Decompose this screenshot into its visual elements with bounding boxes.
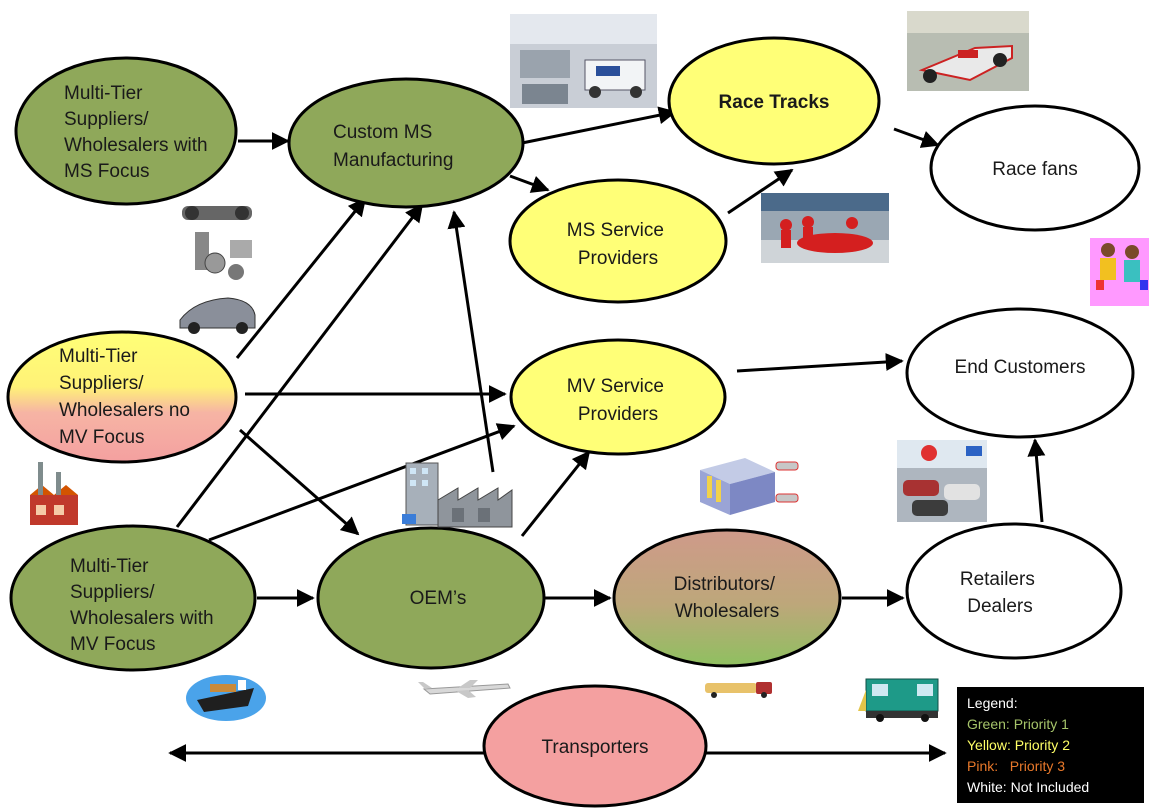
node-label: OEM’s [410,588,467,609]
legend-value: Priority 3 [1009,758,1066,774]
node-label: Multi-Tier Suppliers/ Wholesalers no MV … [59,346,195,448]
legend-value: Priority 2 [1014,737,1070,753]
arrow-custom-to-msservice [509,174,550,193]
locomotive-clipart [858,678,939,722]
legend-entry-pink: Pink: Priority 3 [967,756,1144,777]
arrow-msservice-to-racetracks [727,168,794,215]
arrow-mtmv-to-mvservice [208,423,516,542]
node-label: End Customers [955,357,1086,378]
node-race-tracks: Race Tracks [667,36,881,166]
node-oems: OEM’s [316,526,546,670]
factory-icon [30,462,78,525]
legend-key: Green: [967,716,1014,732]
arrow-mvservice-to-endcustomers [736,352,904,373]
node-distributors-wholesalers: Distributors/ Wholesalers [612,528,842,668]
arrow-custom-to-racetracks [521,106,677,145]
truck-clipart [705,682,772,698]
shoppers-clipart [1090,238,1149,306]
node-multi-tier-no-mv-focus: Multi-Tier Suppliers/ Wholesalers no MV … [6,330,238,464]
legend-value: Priority 1 [1013,716,1069,732]
cargo-ship-clipart [186,675,266,721]
pit-crew-photo [761,193,889,263]
node-label: Race Tracks [719,92,830,113]
node-transporters: Transporters [482,684,708,808]
automotive-parts-clipart [179,206,256,334]
legend-key: White: [967,779,1011,795]
arrow-mtno-to-custom [235,197,367,359]
node-label: Custom MS Manufacturing [333,122,453,171]
node-custom-ms-manufacturing: Custom MS Manufacturing [287,77,525,209]
legend-key: Yellow: [967,737,1015,753]
legend: Legend: Green: Priority 1 Yellow: Priori… [957,687,1144,803]
node-label: Transporters [542,737,649,758]
arrow-factory-to-custom [447,210,495,473]
legend-title: Legend: [967,695,1018,711]
car-dealership-photo [897,440,987,522]
arrow-mtmv-to-custom [175,203,424,528]
node-multi-tier-mv-focus: Multi-Tier Suppliers/ Wholesalers with M… [9,524,257,672]
arrow-mtno-to-oems [239,428,360,536]
node-label: MS Service Providers [567,220,669,269]
node-label: Distributors/ Wholesalers [674,574,781,622]
legend-entry-green: Green: Priority 1 [967,714,1144,735]
legend-entry-yellow: Yellow: Priority 2 [967,735,1144,756]
node-race-fans: Race fans [929,104,1141,232]
legend-key: Pink: [967,758,1010,774]
airplane-clipart [418,680,511,698]
legend-entry-white: White: Not Included [967,777,1144,798]
node-mv-service-providers: MV Service Providers [509,338,727,456]
node-label: Race fans [992,159,1078,180]
node-retailers-dealers: Retailers Dealers [905,522,1123,660]
node-label: Multi-Tier Suppliers/ Wholesalers with M… [64,83,213,182]
factory-building-clipart [402,462,513,528]
distribution-warehouse-clipart [700,458,799,515]
node-label: Multi-Tier Suppliers/ Wholesalers with M… [70,556,219,655]
arrow-racetracks-to-racefans [893,127,940,148]
arrow-retailers-to-endcustomers [1027,438,1046,523]
legend-value: Not Included [1010,779,1090,795]
node-label: MV Service Providers [567,376,669,425]
node-ms-service-providers: MS Service Providers [508,178,728,304]
node-end-customers: End Customers [905,307,1135,439]
race-car-workshop-photo [510,14,657,108]
node-label: Retailers Dealers [960,569,1040,617]
node-multi-tier-ms-focus: Multi-Tier Suppliers/ Wholesalers with M… [14,56,238,206]
race-car-photo [907,11,1029,91]
arrow-oems-to-mvservice [520,450,591,537]
